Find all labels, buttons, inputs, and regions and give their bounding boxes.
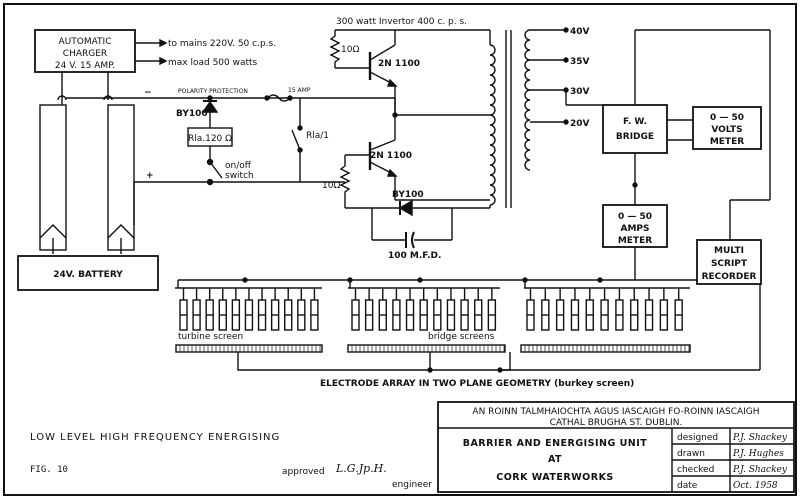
drawing-title-line2: AT — [548, 454, 562, 465]
drawing-title-line1: BARRIER AND ENERGISING UNIT — [463, 438, 648, 449]
approved-label: approved — [282, 467, 325, 477]
protection-diode: BY100 — [176, 98, 219, 128]
recorder-line2: SCRIPT — [711, 259, 748, 269]
mains-label: to mains 220V. 50 c.p.s. — [168, 39, 276, 49]
volts-meter-line2: VOLTS — [711, 125, 742, 135]
screen-bar — [175, 344, 323, 353]
charger-block: AUTOMATIC CHARGER 24 V. 15 AMP. — [34, 29, 136, 73]
tap-30v: 30V — [570, 87, 590, 97]
volts-meter: 0 — 50 VOLTS METER — [667, 106, 762, 150]
screen-bars — [175, 344, 691, 353]
array-caption: ELECTRODE ARRAY IN TWO PLANE GEOMETRY (b… — [320, 379, 634, 389]
transistor-2-label: 2N 1100 — [370, 151, 412, 161]
bridge-line2: BRIDGE — [616, 132, 654, 142]
designed-signature: P.J. Shackey — [732, 433, 788, 443]
transistor-1: 2N 1100 — [368, 30, 420, 140]
charger-line2: CHARGER — [63, 49, 107, 59]
transistor-1-label: 2N 1100 — [378, 59, 420, 69]
capacitor-label: 100 M.F.D. — [388, 251, 441, 261]
relay-contact-label: Rla/1 — [306, 131, 329, 141]
amps-meter-line2: AMPS — [621, 224, 650, 234]
screen-bar — [520, 344, 691, 353]
tap-20v: 20V — [570, 119, 590, 129]
resistor-bottom-label: 10Ω — [322, 181, 340, 191]
description-text: LOW LEVEL HIGH FREQUENCY ENERGISING — [30, 432, 280, 443]
recorder-block: MULTI SCRIPT RECORDER — [635, 200, 762, 285]
screen-bar — [347, 344, 506, 353]
turbine-screen-label: turbine screen — [178, 332, 243, 342]
department-line1: AN ROINN TALMHAIOCHTA AGUS IASCAIGH FO-R… — [472, 407, 759, 417]
department-line2: CATHAL BRUGHA ST. DUBLIN. — [550, 418, 683, 428]
diode-by100-label-2: BY100 — [392, 190, 424, 200]
switch-label-1: on/off — [225, 161, 252, 171]
relay-contact: Rla/1 — [291, 98, 345, 183]
polarity-protection-label: POLARITY PROTECTION — [178, 88, 248, 95]
negative-rail: − POLARITY PROTECTION 15 AMP — [61, 87, 395, 105]
fuse-label: 15 AMP — [288, 87, 311, 94]
drawn-label: drawn — [677, 449, 705, 459]
date-label: date — [677, 481, 698, 491]
approved-signature: L.G.Jp.H. — [335, 462, 387, 475]
checked-signature: P.J. Shackey — [732, 465, 788, 475]
battery-block: 24V. BATTERY — [17, 104, 159, 291]
drawing-title-line3: CORK WATERWORKS — [496, 472, 614, 483]
amps-meter-line3: METER — [618, 236, 652, 246]
amps-meter: 0 — 50 AMPS METER — [602, 153, 668, 280]
electrode-array: turbine screen bridge screens ELECTRODE … — [175, 277, 761, 389]
bridge-screens-label: bridge screens — [428, 332, 495, 342]
bridge-block: F. W. BRIDGE — [602, 29, 771, 201]
amps-meter-line1: 0 — 50 — [618, 212, 652, 222]
relay-coil: Rla.120 Ω — [187, 127, 233, 160]
inverter-diode: BY100 — [392, 190, 424, 217]
date-value: Oct. 1958 — [733, 481, 778, 491]
relay-resistor-label: Rla.120 Ω — [188, 134, 232, 144]
charger-line3: 24 V. 15 AMP. — [55, 61, 115, 71]
transformer-core — [505, 30, 512, 208]
title-block: AN ROINN TALMHAIOCHTA AGUS IASCAIGH FO-R… — [437, 401, 795, 493]
tap-40v: 40V — [570, 27, 590, 37]
plus-sign: + — [146, 171, 154, 181]
transistor-2: 2N 1100 — [345, 139, 412, 200]
minus-sign: − — [144, 88, 152, 98]
battery-label: 24V. BATTERY — [53, 270, 123, 280]
electrode-group — [179, 288, 683, 331]
volts-meter-line1: 0 — 50 — [710, 113, 744, 123]
figure-number: FIG. 10 — [30, 465, 68, 475]
positive-rail: + — [133, 171, 300, 225]
checked-label: checked — [677, 465, 714, 475]
max-load-label: max load 500 watts — [168, 58, 258, 68]
fuse-symbol — [267, 94, 291, 102]
drawing-frame — [3, 3, 797, 496]
bridge-line1: F. W. — [623, 117, 647, 127]
recorder-line1: MULTI — [714, 246, 744, 256]
resistor-bottom: 10Ω — [322, 155, 490, 209]
resistor-top: 10Ω — [329, 29, 490, 69]
charger-outputs: to mains 220V. 50 c.p.s. max load 500 wa… — [135, 38, 276, 68]
diode-by100-label-1: BY100 — [176, 109, 208, 119]
designed-label: designed — [677, 433, 718, 443]
recorder-line3: RECORDER — [702, 272, 757, 282]
tap-35v: 35V — [570, 57, 590, 67]
transformer-secondary: 40V 35V 30V 20V — [524, 27, 603, 171]
drawn-signature: P.J. Hughes — [732, 449, 784, 459]
engineer-label: engineer — [392, 480, 432, 490]
resistor-top-label: 10Ω — [341, 45, 359, 55]
on-off-switch: on/off switch — [206, 158, 254, 186]
inverter-title: 300 watt Invertor 400 c. p. s. — [336, 17, 467, 27]
transformer-primary — [392, 30, 496, 208]
switch-label-2: switch — [225, 171, 254, 181]
volts-meter-line3: METER — [710, 137, 744, 147]
charger-line1: AUTOMATIC — [59, 37, 112, 47]
capacitor: 100 M.F.D. — [371, 208, 453, 261]
